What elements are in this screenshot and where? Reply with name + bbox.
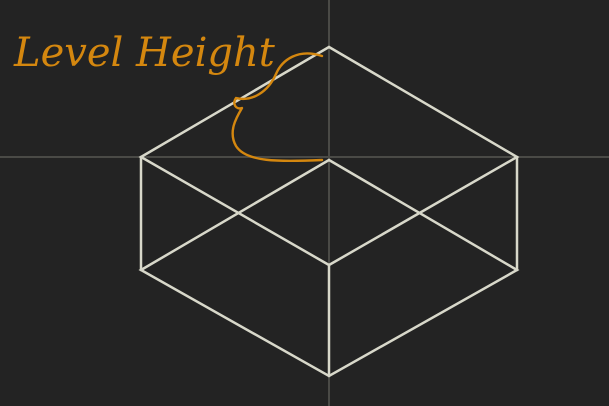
level-height-bracket (231, 52, 324, 163)
level-height-label: Level Height (13, 30, 276, 76)
